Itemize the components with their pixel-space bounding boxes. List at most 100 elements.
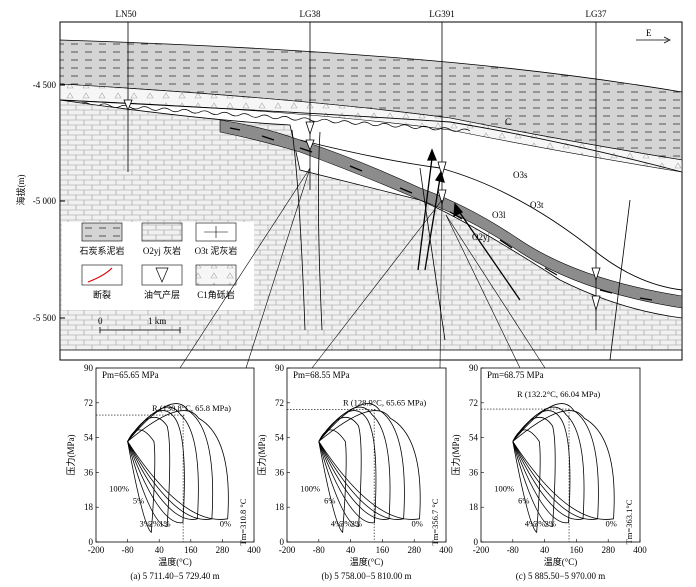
phase-line-label: 3% (139, 519, 150, 529)
fault-line-1 (291, 129, 306, 331)
legend-swatch-breccia (195, 264, 237, 286)
pm-label: Pm=65.65 MPa (102, 370, 159, 380)
panel-frame (95, 367, 255, 543)
phase-line-label: 3% (340, 519, 351, 529)
arrow-shaft (424, 177, 441, 271)
stratum-label-o2yj: O2yj (472, 232, 490, 242)
pm-label: Pm=68.55 MPa (293, 370, 350, 380)
y-tick-label: 90 (275, 363, 285, 373)
x-tick-label: -200 (473, 545, 490, 555)
oil-marker (305, 121, 315, 136)
phase-envelope-curve (318, 410, 377, 524)
phase-line-label: 1% (159, 519, 170, 529)
tm-label: Tm=356.7 °C (430, 498, 440, 545)
y-tick-label: 18 (84, 502, 94, 512)
phase-envelope-curve (127, 403, 214, 520)
arrow-shaft (417, 157, 433, 271)
y-tick-label: 90 (84, 363, 94, 373)
tm-label: Tm=310.8 °C (238, 498, 248, 545)
oil-marker (437, 189, 447, 206)
phase-line-label: 6% (518, 495, 529, 505)
phase-envelope-curve (318, 410, 421, 520)
y-tick-label: 54 (275, 433, 285, 443)
phase-diagrams: 90 72 54 36 18 0 -200 -80 40 160 280 400 压力(MPa) 温度(°… (65, 363, 647, 581)
connector-line (245, 167, 311, 369)
oil-marker (591, 267, 601, 282)
phase-envelope-curve (318, 416, 362, 527)
legend-label-marl: O3t 泥灰岩 (195, 245, 238, 256)
y-tick-label: 36 (469, 467, 479, 477)
connector-line (445, 214, 546, 369)
o3s-lower-boundary (299, 139, 683, 291)
phase-line-label: 2% (351, 519, 362, 529)
x-tick-label: 160 (376, 545, 390, 555)
x-tick-label: -80 (122, 545, 134, 555)
y-tick-label: 18 (469, 502, 479, 512)
x-axis-label: 温度(°C) (350, 556, 384, 567)
phase-envelope-curve (127, 410, 185, 524)
x-axis-label: 温度(°C) (158, 556, 192, 567)
phase-line-label: 100% (109, 484, 129, 494)
phase-envelope-curve (127, 410, 229, 520)
phase-line-label: 2% (149, 519, 160, 529)
stratum-label-o3l: O3l (492, 210, 506, 220)
connector-line (311, 199, 443, 369)
phase-line-label: 5% (133, 495, 144, 505)
stratum-label-o3t: O3t (530, 200, 544, 210)
y-tick-label: 18 (275, 502, 285, 512)
phase-line-label: 0% (220, 519, 231, 529)
phase-envelope-curve (512, 403, 599, 520)
stratum-marl-band (219, 119, 683, 309)
x-tick-label: 280 (216, 545, 230, 555)
x-tick-label: 160 (184, 545, 198, 555)
y-tick-label: 54 (84, 433, 94, 443)
x-tick-label: -80 (507, 545, 519, 555)
oil-layer-markers (123, 99, 601, 312)
phase-line-label: 6% (324, 495, 335, 505)
y-tick-5500: -5 500 (33, 313, 57, 323)
arrow-head (434, 170, 445, 183)
fault-line-4 (609, 199, 631, 361)
legend-label-breccia: C1角砾岩 (197, 289, 235, 300)
panel-frame (286, 367, 447, 543)
phase-envelope-curve (318, 403, 405, 520)
phase-line-label: 3% (534, 519, 545, 529)
phase-envelope-curve (512, 416, 556, 527)
arrow-head (453, 202, 464, 218)
x-tick-label: 40 (540, 545, 550, 555)
connector-line (179, 167, 311, 369)
oil-marker (437, 161, 447, 178)
phase-line-label: 100% (300, 484, 320, 494)
marl-swatch-marks (204, 226, 228, 238)
well-label-lg37: LG37 (586, 9, 607, 19)
x-tick-label: 400 (633, 545, 647, 555)
phase-envelope-curve (127, 416, 171, 527)
legend-swatch-mudstone (81, 222, 123, 242)
y-tick-label: 36 (275, 467, 285, 477)
scale-zero-label: 0 (98, 316, 103, 326)
stratum-label-o3s: O3s (513, 170, 528, 180)
phase-line-label: 100% (494, 484, 514, 494)
y-tick-label: 54 (469, 433, 479, 443)
phase-line-label: 4% (525, 519, 536, 529)
critical-point-label: R (128.9°C, 65.65 MPa) (343, 397, 426, 407)
y-axis-label: 压力(MPa) (65, 435, 76, 476)
cross-section: LN50 LG38 LG391 LG37 C O3s O3t O3l O2yj (15, 9, 683, 369)
well-label-lg391: LG391 (429, 9, 455, 19)
y-tick-label: 36 (84, 467, 94, 477)
legend: 石炭系泥岩 O2yj 灰岩 O3t 泥灰岩 断裂 油气产层 C1角砾岩 (62, 222, 254, 310)
y-tick-label: 72 (469, 398, 478, 408)
phase-line-label: 0% (412, 519, 423, 529)
arrow-head (427, 148, 437, 161)
scale-bar: 0 1 km (98, 316, 181, 333)
connector-lines (179, 167, 546, 369)
y-tick-label: 0 (89, 537, 94, 547)
oil-marker (123, 99, 133, 112)
arrow-shaft (457, 209, 521, 301)
phase-line-label: 0% (606, 519, 617, 529)
well-label-ln50: LN50 (116, 9, 137, 19)
x-tick-label: -200 (279, 545, 296, 555)
y-tick-label: 72 (275, 398, 284, 408)
